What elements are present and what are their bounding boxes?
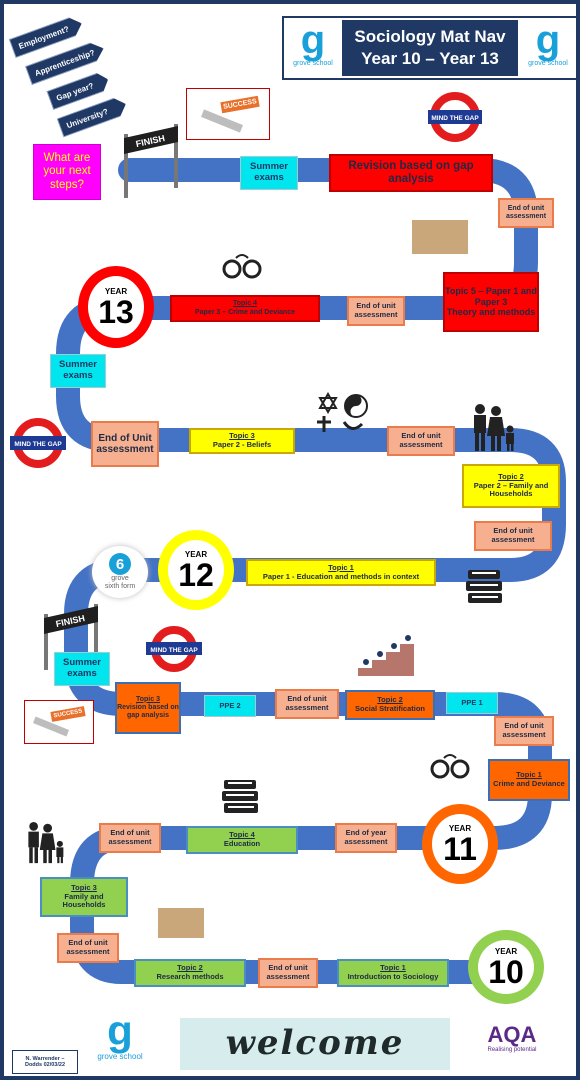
end-unit-y11-1: End of unit assessment: [494, 716, 554, 746]
sixth-number: 6: [109, 553, 131, 576]
grove-text: grove school: [97, 1052, 143, 1061]
sixth-text-1: grove: [111, 575, 129, 583]
grove-letter: g: [535, 18, 561, 62]
end-year-y10: End of year assessment: [335, 823, 397, 853]
mind-gap-text: MIND THE GAP: [431, 115, 479, 122]
handcuffs-icon: [222, 254, 262, 279]
finish-gate-icon-2: FINISH: [44, 604, 98, 670]
end-unit-y10-4: End of unit assessment: [99, 823, 161, 853]
success-image-2: SUCCESS: [24, 700, 94, 744]
end-unit-y13-4: End of unit assessment: [347, 296, 405, 326]
credit-box: N. Warrender –Dodds 02/03/22: [12, 1050, 78, 1074]
success-text: SUCCESS: [50, 706, 86, 722]
sixth-text-2: sixth form: [104, 583, 136, 590]
mind-the-gap-sign-2: MIND THE GAP: [10, 418, 66, 468]
books-icon: [466, 570, 502, 603]
summer-exams-y13: Summer exams: [240, 156, 298, 190]
grove-logo-left: g grove school: [288, 20, 338, 76]
grove-logo-right: g grove school: [522, 20, 574, 76]
religion-symbols-icon: [317, 392, 368, 432]
ppe-1: PPE 1: [446, 692, 498, 714]
aqa-logo: AQA Realising potential: [472, 1016, 552, 1060]
summer-exams-y12: Summer exams: [50, 354, 106, 388]
letter-tiles-image-2: [158, 908, 204, 938]
success-image: SUCCESS: [186, 88, 270, 140]
grove-text: grove school: [293, 60, 333, 67]
finish-gate-icon: FINISH: [124, 124, 178, 198]
welcome-banner: welcome: [180, 1018, 450, 1070]
sixth-form-logo: 6 grove sixth form: [92, 546, 148, 598]
end-unit-y13-3b: End of unit assessment: [387, 426, 455, 456]
revision-gap-y13: Revision based on gap analysis: [329, 154, 493, 192]
aqa-tagline: Realising potential: [487, 1047, 537, 1054]
summer-exams-y11: Summer exams: [54, 652, 110, 686]
handcuffs-icon-2: [430, 754, 470, 779]
title-line-2: Year 10 – Year 13: [361, 49, 499, 68]
grove-logo-footer: g grove school: [88, 1010, 152, 1072]
end-unit-y13-5: End of unit assessment: [498, 198, 554, 228]
mind-gap-text: MIND THE GAP: [14, 441, 62, 448]
end-unit-y11-2: End of unit assessment: [275, 689, 339, 719]
next-steps-box: What are your next steps?: [33, 144, 101, 200]
aqa-name: AQA: [487, 1021, 537, 1047]
grove-letter: g: [300, 18, 326, 62]
title-line-1: Sociology Mat Nav: [354, 26, 506, 46]
books-icon-2: [222, 780, 258, 813]
mind-gap-text: MIND THE GAP: [150, 647, 198, 654]
grove-letter: g: [107, 1007, 133, 1054]
mind-the-gap-sign: MIND THE GAP: [428, 92, 482, 142]
ppe-2: PPE 2: [204, 695, 256, 717]
end-unit-y10-2: End of unit assessment: [258, 958, 318, 988]
end-unit-y13-3: End of Unit assessment: [91, 421, 159, 467]
grove-text: grove school: [528, 60, 568, 67]
end-unit-y12-2: End of unit assessment: [474, 521, 552, 551]
family-icon: [474, 404, 514, 451]
success-text: SUCCESS: [220, 95, 260, 114]
end-unit-y10-3: End of unit assessment: [57, 933, 119, 963]
family-icon-2: [28, 822, 64, 864]
mind-the-gap-sign-3: MIND THE GAP: [146, 626, 202, 672]
letter-tiles-image: [412, 220, 468, 254]
climbing-stairs-image: [358, 635, 414, 676]
page-title: Sociology Mat Nav Year 10 – Year 13: [342, 20, 518, 76]
